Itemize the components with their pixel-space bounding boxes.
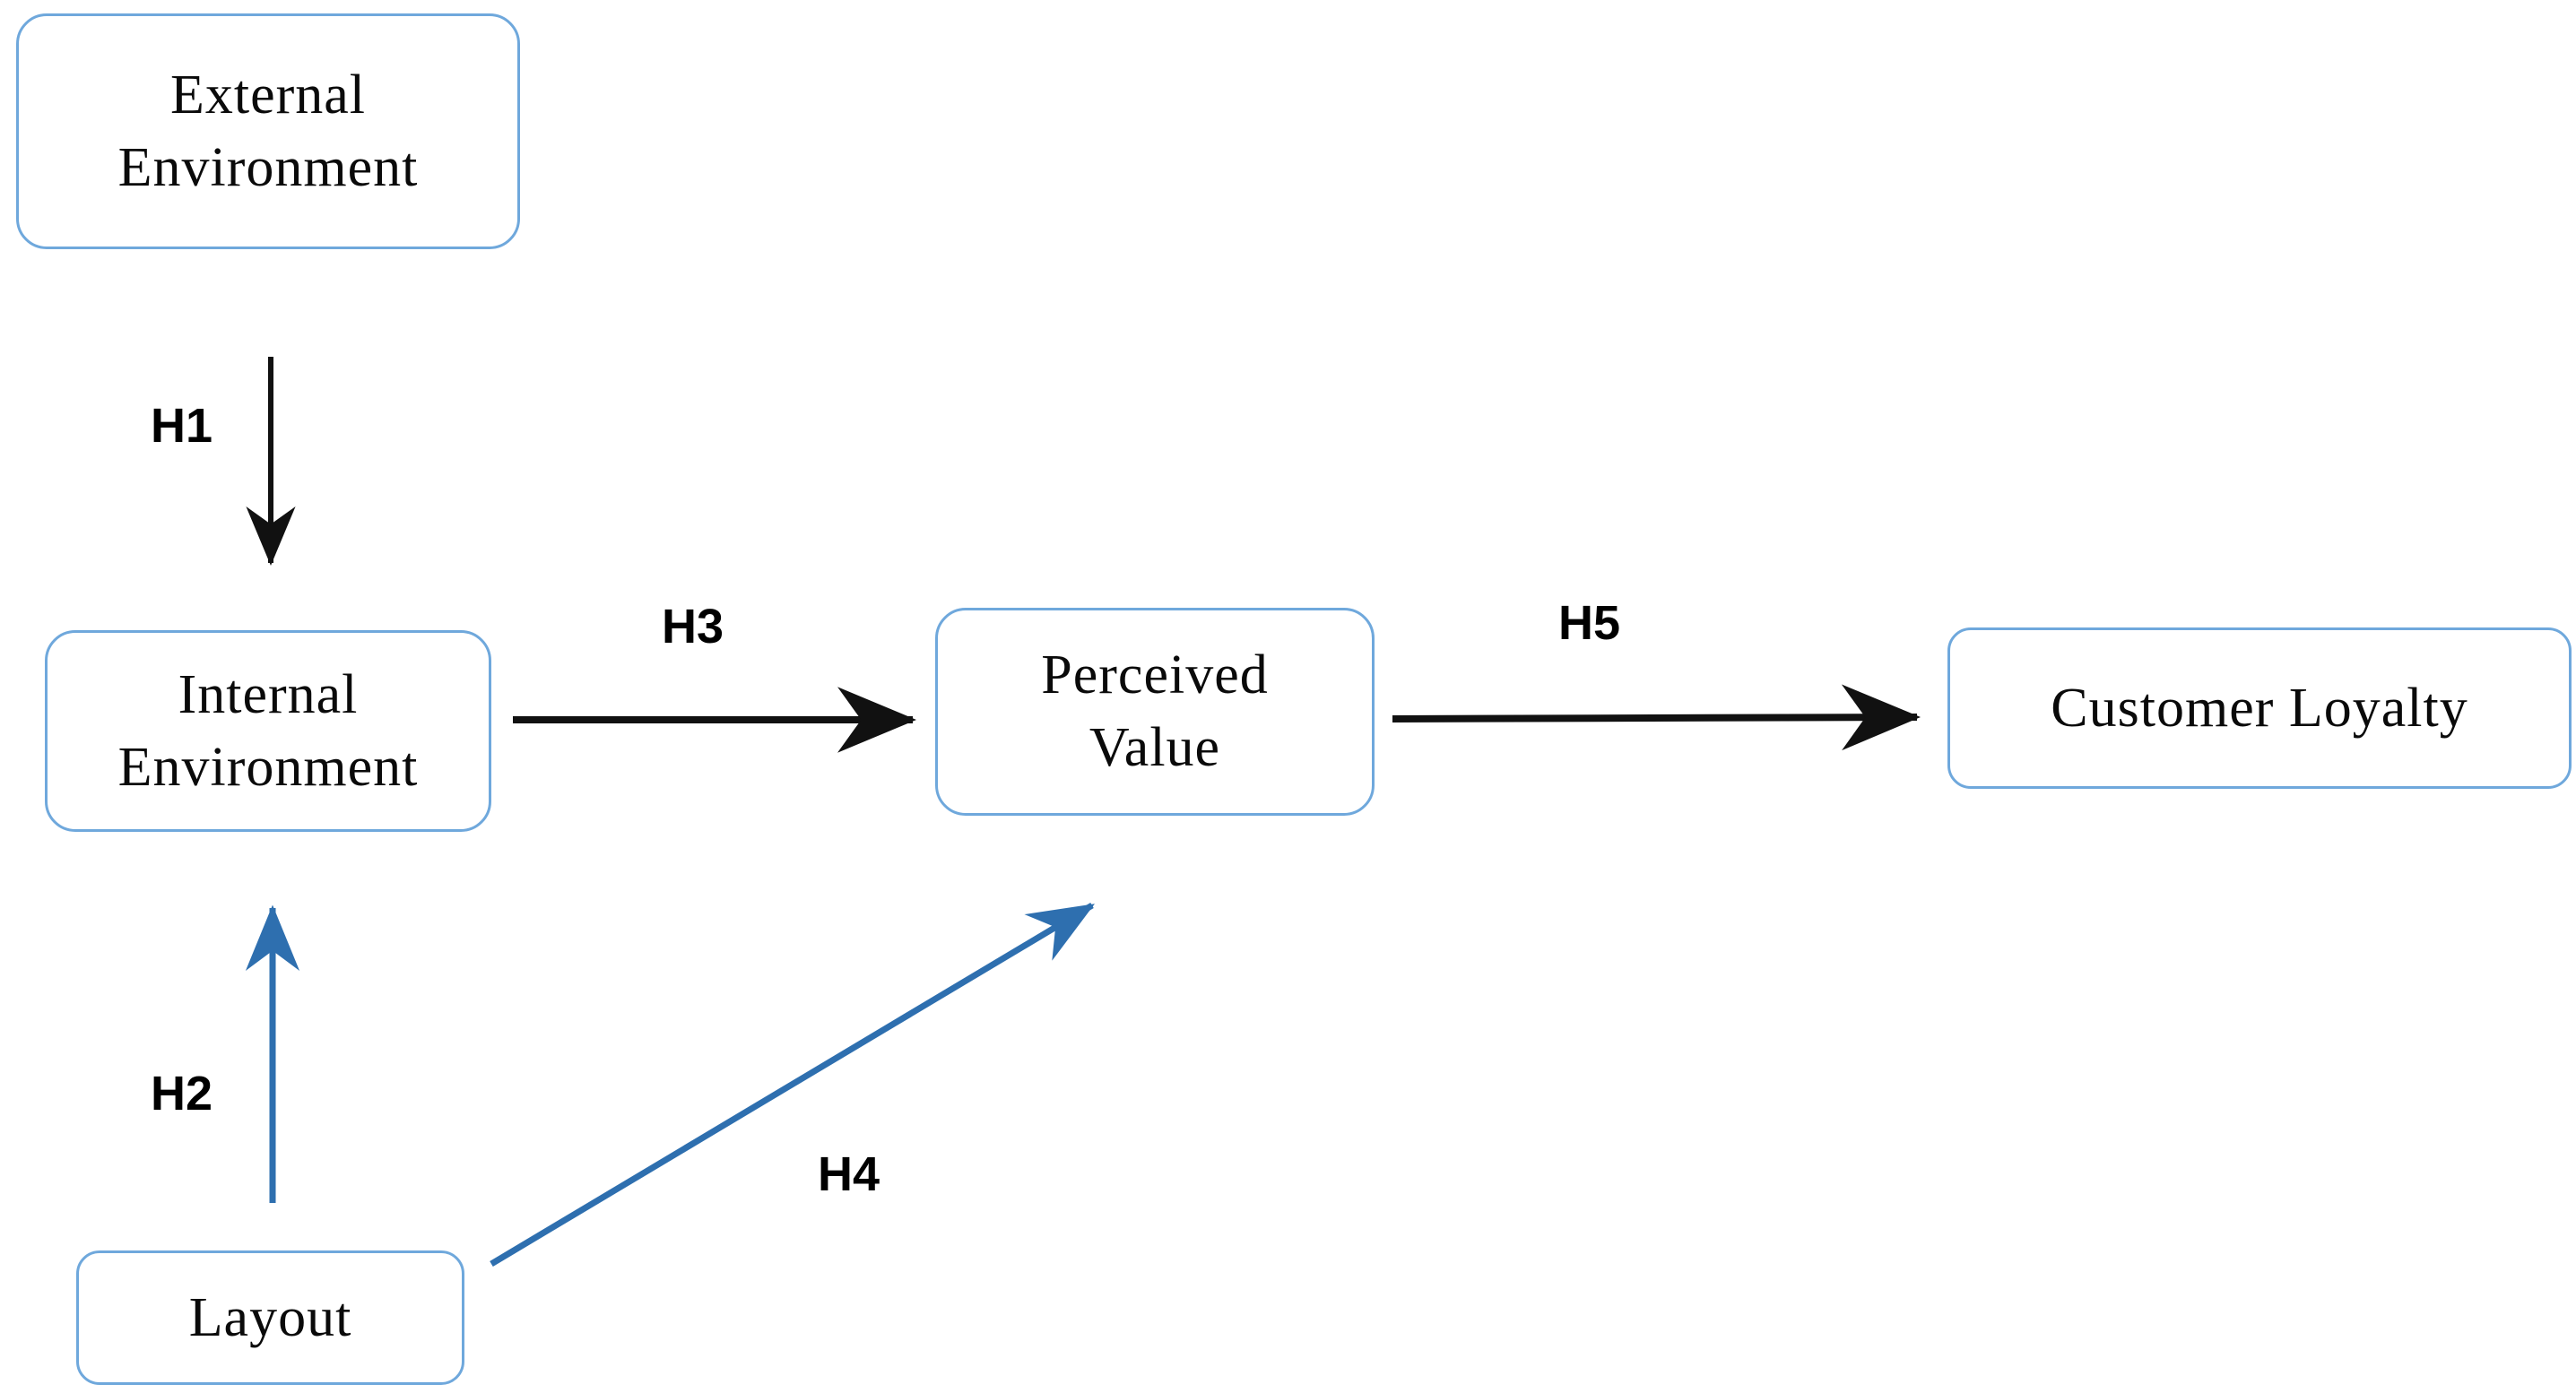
node-internal-environment[interactable]: Internal Environment xyxy=(45,630,491,832)
edge-label-h2: H2 xyxy=(151,1067,213,1120)
edge-h5-line xyxy=(1392,684,1921,751)
edge-h4-line xyxy=(490,902,1096,1268)
node-customer-loyalty-label: Customer Loyalty xyxy=(2051,677,2468,739)
edge-label-h1: H1 xyxy=(151,399,213,453)
edge-label-h4: H4 xyxy=(818,1147,880,1201)
edge-label-h3: H3 xyxy=(662,600,724,653)
node-external-environment[interactable]: External Environment xyxy=(16,13,520,249)
node-perceived-value-label: Perceived Value xyxy=(1041,645,1269,778)
node-customer-loyalty[interactable]: Customer Loyalty xyxy=(1947,627,2572,789)
edge-label-h5: H5 xyxy=(1558,596,1621,650)
node-internal-environment-label: Internal Environment xyxy=(117,663,419,798)
node-external-environment-label: External Environment xyxy=(117,64,419,198)
node-perceived-value[interactable]: Perceived Value xyxy=(935,608,1375,816)
node-layout[interactable]: Layout xyxy=(76,1250,464,1385)
node-layout-label: Layout xyxy=(188,1286,352,1348)
